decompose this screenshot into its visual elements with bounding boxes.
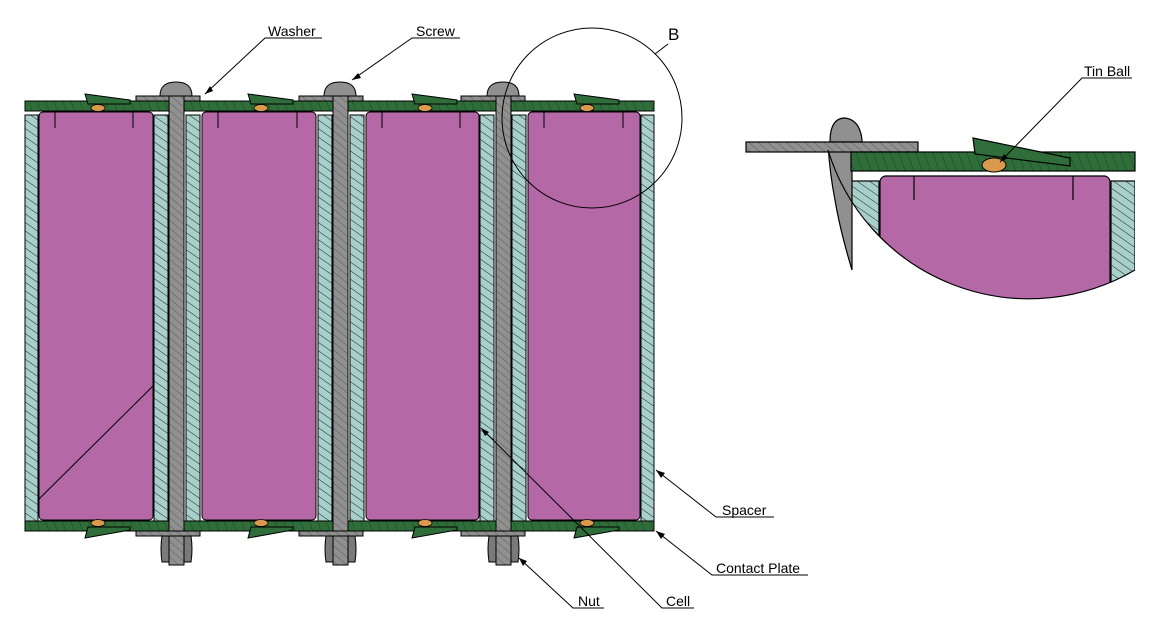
- screw-shaft: [332, 95, 349, 566]
- tin-ball: [417, 519, 433, 527]
- detail-boundary: [827, 149, 1136, 300]
- callout-arrowheads: [205, 73, 1008, 566]
- contact-spring-tab: [972, 137, 1071, 167]
- label-cell: Cell: [666, 593, 690, 609]
- nut: [487, 535, 520, 563]
- spacer-wall: [850, 180, 880, 299]
- screw-head: [323, 81, 357, 97]
- detail-ref-label: B: [668, 25, 679, 44]
- detail-circle: [501, 27, 683, 209]
- label-washer: Washer: [268, 23, 316, 39]
- tin-ball: [579, 519, 595, 527]
- contact-spring-tab: [573, 526, 620, 539]
- contact-spring-tab: [411, 526, 458, 539]
- nut: [160, 535, 193, 563]
- label-spacer: Spacer: [722, 502, 767, 518]
- label-nut: Nut: [578, 593, 600, 609]
- spacer-wall: [479, 114, 495, 522]
- tin-ball: [253, 104, 269, 112]
- cell: [38, 111, 154, 521]
- callouts: [37, 37, 1132, 609]
- cell: [201, 111, 317, 521]
- label-contact-plate: Contact Plate: [716, 560, 800, 576]
- spacer-wall: [349, 114, 365, 522]
- spacer-wall: [24, 114, 39, 522]
- screw-head: [159, 81, 193, 97]
- contact-spring-tab: [84, 526, 131, 539]
- tin-ball: [90, 519, 106, 527]
- contact-spring-tab: [411, 93, 458, 105]
- tin-ball: [90, 104, 106, 112]
- nut: [324, 535, 357, 563]
- tin-ball: [253, 519, 269, 527]
- screw-head: [829, 117, 863, 143]
- spacer-wall: [153, 114, 169, 522]
- label-screw: Screw: [416, 23, 456, 39]
- washer: [298, 530, 364, 537]
- cell: [365, 111, 480, 521]
- contact-spring-tab: [84, 93, 131, 105]
- fasteners: [135, 81, 526, 566]
- label-tin-ball: Tin Ball: [1084, 63, 1130, 79]
- spacer-wall: [640, 114, 655, 522]
- cell: [879, 175, 1111, 299]
- washer: [460, 95, 526, 102]
- spacer-walls: [24, 114, 655, 522]
- spacer-wall: [185, 114, 201, 522]
- cells: [38, 111, 641, 521]
- washer: [135, 530, 201, 537]
- detail-leader: [654, 43, 669, 55]
- screw-shaft: [168, 95, 185, 566]
- spacer-wall: [317, 114, 333, 522]
- screw-head: [486, 81, 520, 97]
- spacer-wall: [511, 114, 527, 522]
- washer: [745, 141, 919, 153]
- washer: [460, 530, 526, 537]
- contact-spring-tab: [247, 526, 294, 539]
- tin-ball: [579, 104, 595, 112]
- contact-spring-tab: [247, 93, 294, 105]
- contact-spring-tab: [573, 93, 620, 105]
- washer: [298, 95, 364, 102]
- washer: [135, 95, 201, 102]
- detail-view-b: [745, 117, 1136, 300]
- screw-shaft: [827, 144, 853, 271]
- cell: [527, 111, 641, 521]
- tin-ball: [417, 104, 433, 112]
- screw-shaft: [495, 95, 512, 566]
- main-section-view: B: [24, 25, 683, 566]
